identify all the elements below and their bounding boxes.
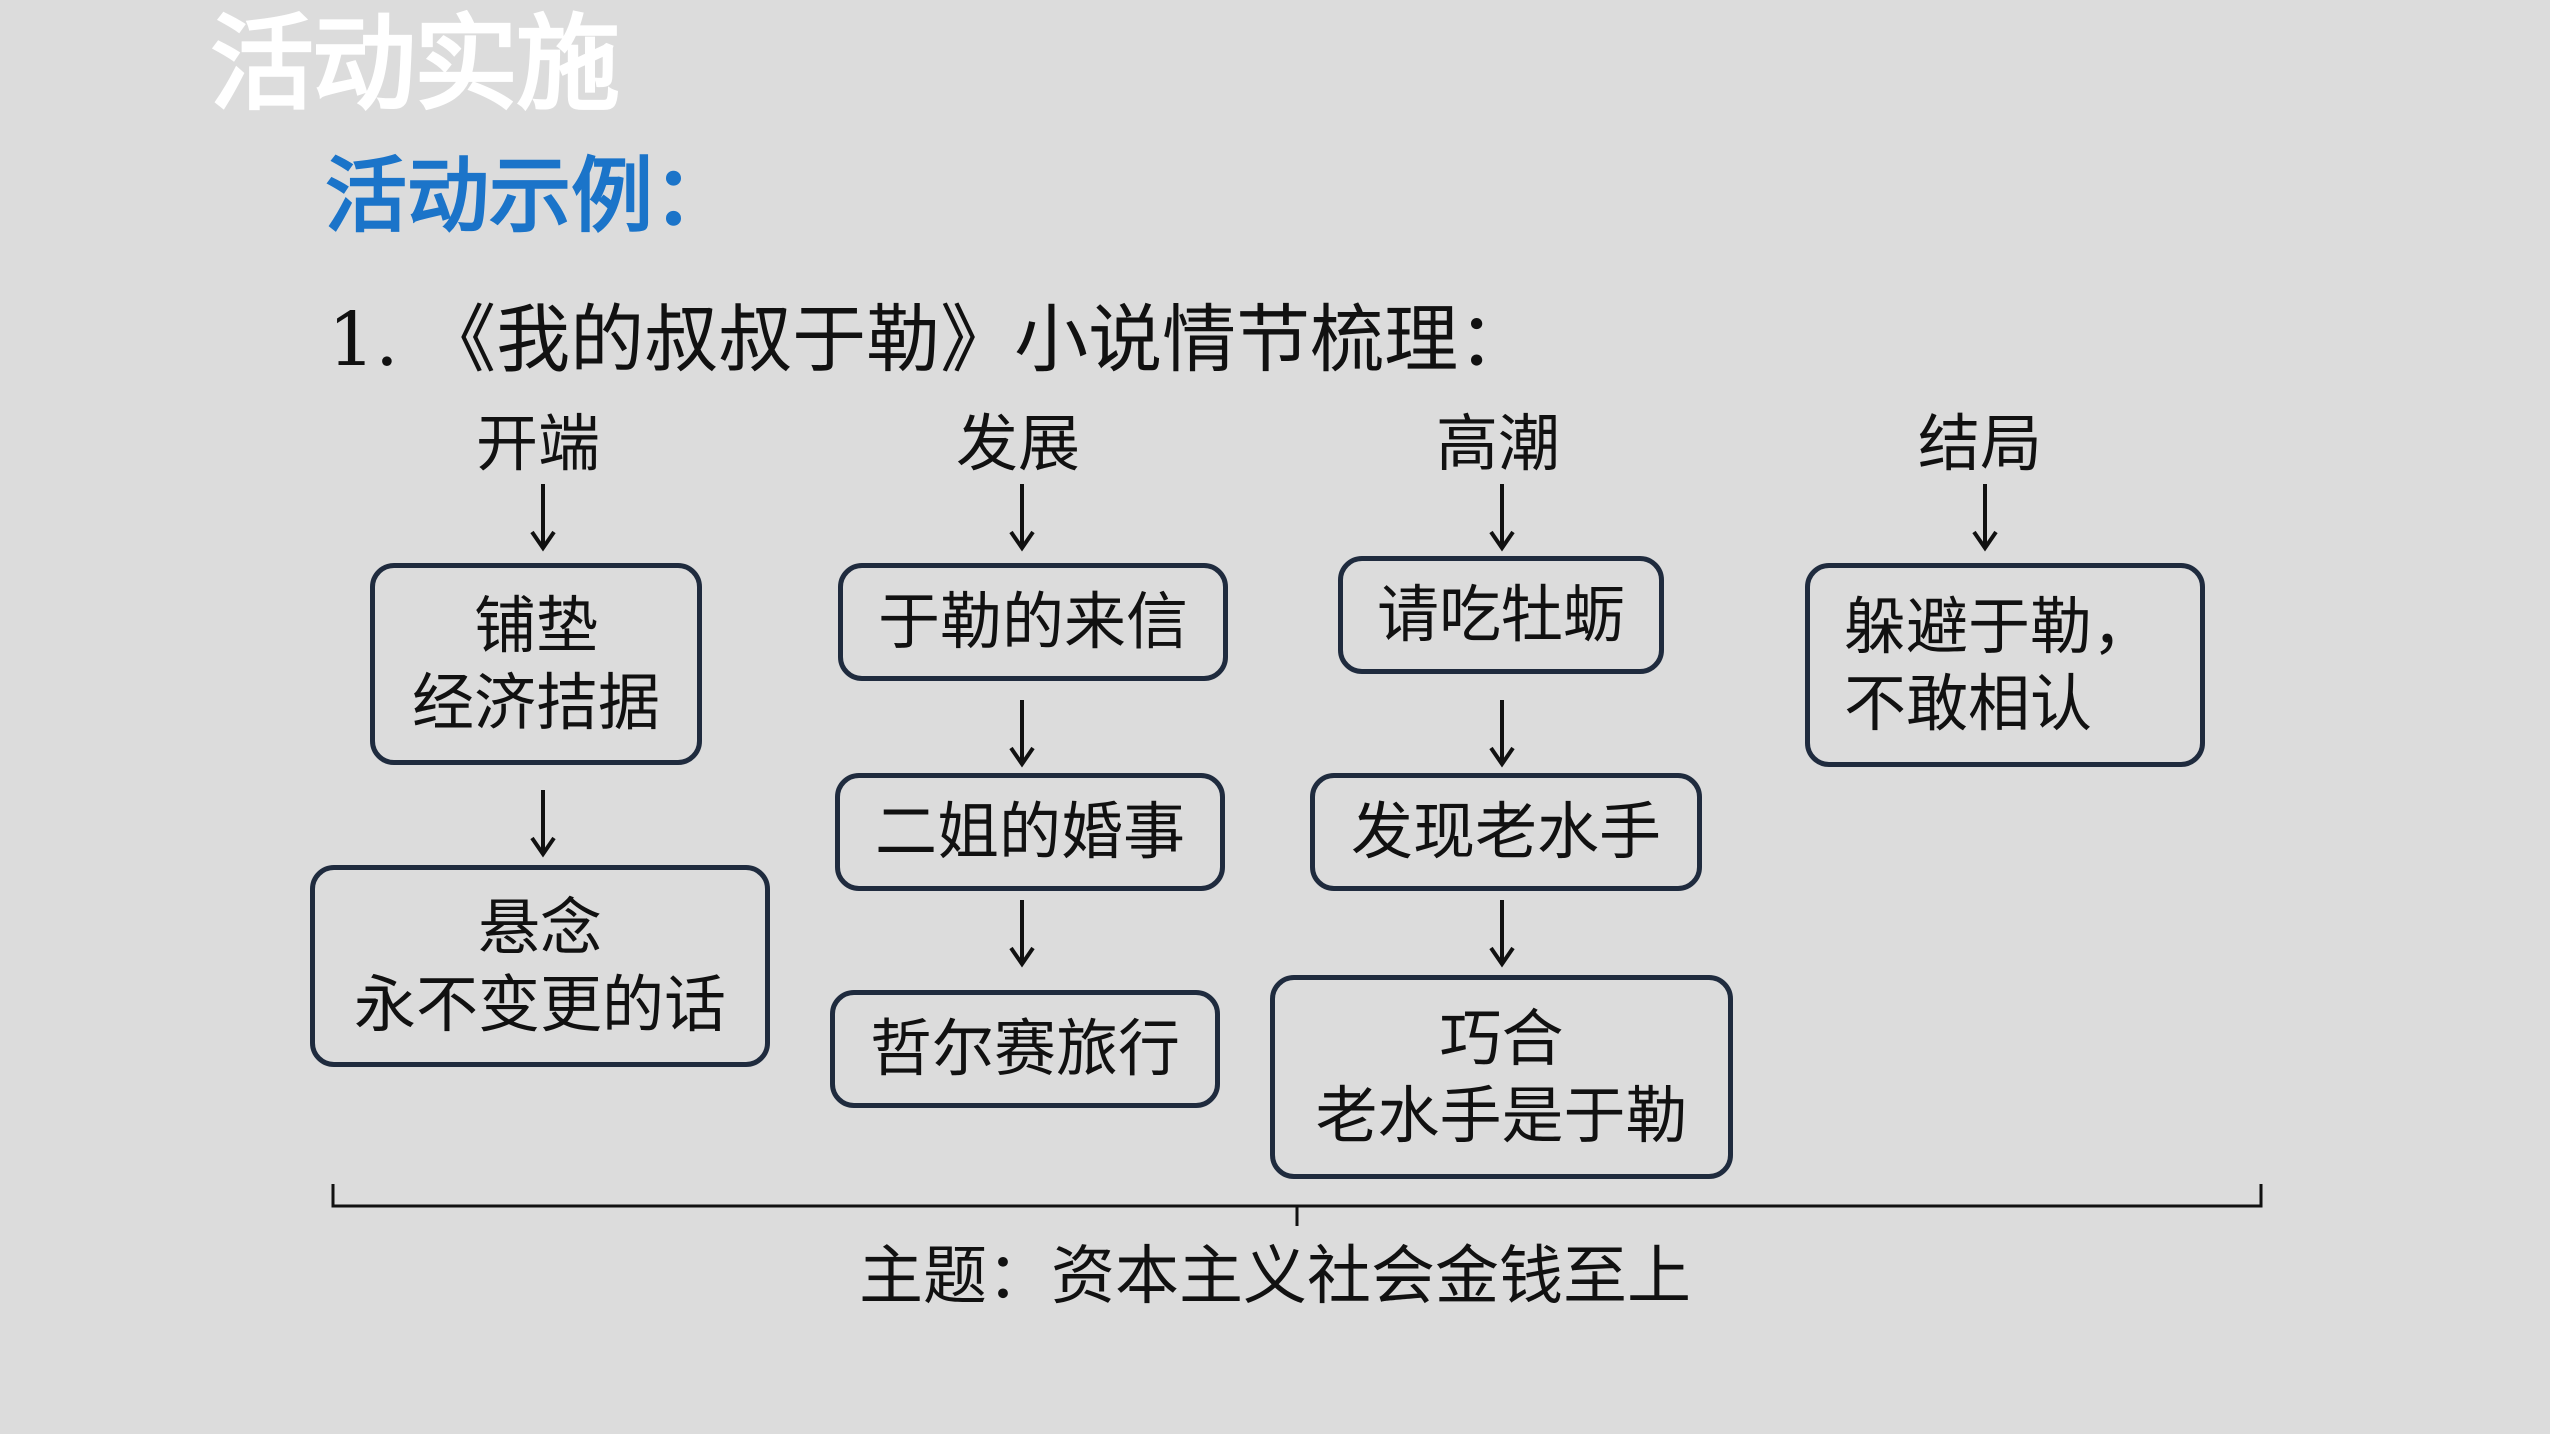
- box-line: 永不变更的话: [353, 968, 726, 1041]
- plot-box-jieju-avoid: 躲避于勒， 不敢相认: [1805, 563, 2205, 767]
- slide-subtitle: 活动示例：: [325, 149, 736, 244]
- box-text: 请吃牡蛎: [1376, 578, 1625, 652]
- slide-title: 活动实施: [210, 3, 620, 125]
- down-arrow-icon: [1972, 484, 1998, 552]
- box-line: 悬念: [477, 890, 602, 964]
- stage-label-jieju: 结局: [1917, 407, 2042, 480]
- plot-box-fazhan-marriage: 二姐的婚事: [835, 773, 1225, 891]
- theme-statement: 主题：资本主义社会金钱至上: [859, 1240, 1691, 1314]
- section-heading: 1. 《我的叔叔于勒》小说情节梳理：: [328, 297, 1533, 383]
- down-arrow-icon: [1009, 484, 1035, 552]
- stage-label-gaochao: 高潮: [1435, 407, 1560, 480]
- down-arrow-icon: [1009, 900, 1035, 968]
- down-arrow-icon: [1009, 700, 1035, 768]
- box-line: 不敢相认: [1844, 667, 2093, 740]
- plot-box-gaochao-coincidence: 巧合 老水手是于勒: [1270, 975, 1733, 1179]
- plot-box-kaiduan-foreshadowing: 铺垫 经济拮据: [370, 563, 702, 765]
- plot-box-fazhan-trip: 哲尔赛旅行: [830, 990, 1220, 1108]
- box-line: 经济拮据: [411, 666, 660, 739]
- box-line: 铺垫: [473, 588, 598, 662]
- box-line: 巧合: [1439, 1001, 1564, 1075]
- box-text: 二姐的婚事: [874, 795, 1185, 869]
- down-arrow-icon: [1489, 900, 1515, 968]
- box-line: 老水手是于勒: [1315, 1079, 1688, 1152]
- stage-label-fazhan: 发展: [955, 407, 1080, 480]
- plot-box-fazhan-letter: 于勒的来信: [838, 563, 1228, 681]
- box-text: 发现老水手: [1350, 795, 1661, 869]
- box-line: 躲避于勒，: [1844, 589, 2155, 663]
- summary-brace: [331, 1184, 2263, 1226]
- plot-box-gaochao-sailor: 发现老水手: [1310, 773, 1702, 891]
- stage-label-kaiduan: 开端: [475, 407, 600, 480]
- down-arrow-icon: [530, 484, 556, 552]
- plot-box-kaiduan-suspense: 悬念 永不变更的话: [310, 865, 770, 1067]
- box-text: 于勒的来信: [877, 585, 1188, 659]
- down-arrow-icon: [530, 790, 556, 858]
- plot-box-gaochao-oysters: 请吃牡蛎: [1338, 556, 1664, 674]
- box-text: 哲尔赛旅行: [869, 1012, 1180, 1086]
- down-arrow-icon: [1489, 484, 1515, 552]
- down-arrow-icon: [1489, 700, 1515, 768]
